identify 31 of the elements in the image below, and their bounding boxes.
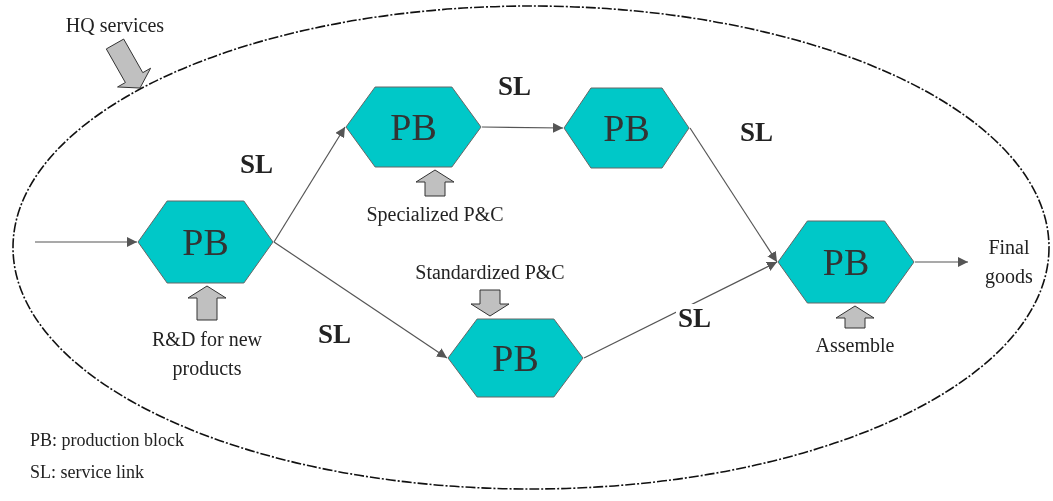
node-text: HQ services [65,12,165,38]
production-block-hexagon [563,87,690,169]
block-arrow [415,169,455,197]
node-label: PB [182,223,229,261]
legend-note: PB: production block [30,430,184,452]
arrow [34,237,138,247]
block-arrow [470,289,510,317]
node-text: Specialized P&C [366,201,504,228]
production-block-hexagon [777,220,915,304]
node-text: R&D for new products [151,327,263,382]
node-label: PB [822,243,870,281]
node-label: PB [603,109,650,147]
arrow [273,241,448,359]
arrow [914,257,969,267]
node-label: PB [492,339,539,377]
arrow [481,122,564,133]
block-arrow [835,305,875,329]
arrow [273,126,346,243]
node-text: Assemble [815,332,895,358]
boundary-ellipse [12,5,1050,490]
node-text: Standardized P&C [415,259,565,285]
production-block-hexagon [137,200,274,284]
arrow [583,261,778,359]
production-block-hexagon [447,318,584,398]
node-text: Final goods [984,235,1034,290]
node-label: PB [390,108,437,146]
block-arrow [187,285,227,321]
block-arrow [105,38,152,89]
legend-note: SL: service link [30,462,144,484]
arrow [689,127,778,263]
production-block-hexagon [345,86,482,168]
